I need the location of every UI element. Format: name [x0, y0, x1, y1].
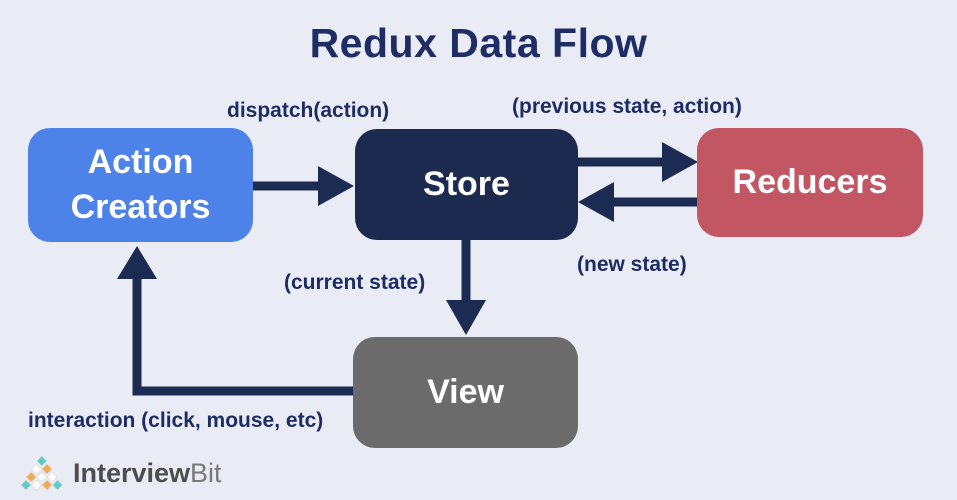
label-new-state: (new state) — [577, 253, 687, 276]
arrow-new-state — [578, 182, 698, 222]
node-action-creators: Action Creators — [28, 128, 253, 242]
node-store: Store — [355, 129, 578, 240]
node-reducers: Reducers — [697, 128, 923, 237]
label-current-state: (current state) — [284, 271, 426, 294]
interviewbit-logo-text: InterviewBit — [73, 457, 222, 488]
arrow-previous-state — [578, 142, 698, 182]
interviewbit-logo-icon — [20, 455, 63, 491]
logo-brand-secondary: Bit — [190, 457, 222, 488]
arrow-interaction — [117, 246, 353, 396]
node-store-label: Store — [423, 165, 510, 204]
logo-brand-primary: Interview — [73, 457, 191, 488]
node-action-creators-label: Action Creators — [70, 143, 211, 226]
diagram-title: Redux Data Flow — [309, 20, 648, 66]
label-dispatch-action: dispatch(action) — [227, 99, 390, 122]
label-previous-state-action: (previous state, action) — [512, 95, 742, 118]
node-view-label: View — [427, 373, 504, 412]
node-reducers-label: Reducers — [732, 163, 888, 202]
arrow-current-state — [446, 240, 486, 335]
arrow-dispatch — [253, 166, 354, 206]
interviewbit-logo: InterviewBit — [20, 455, 222, 491]
label-interaction: interaction (click, mouse, etc) — [28, 409, 324, 432]
node-view: View — [353, 337, 578, 448]
